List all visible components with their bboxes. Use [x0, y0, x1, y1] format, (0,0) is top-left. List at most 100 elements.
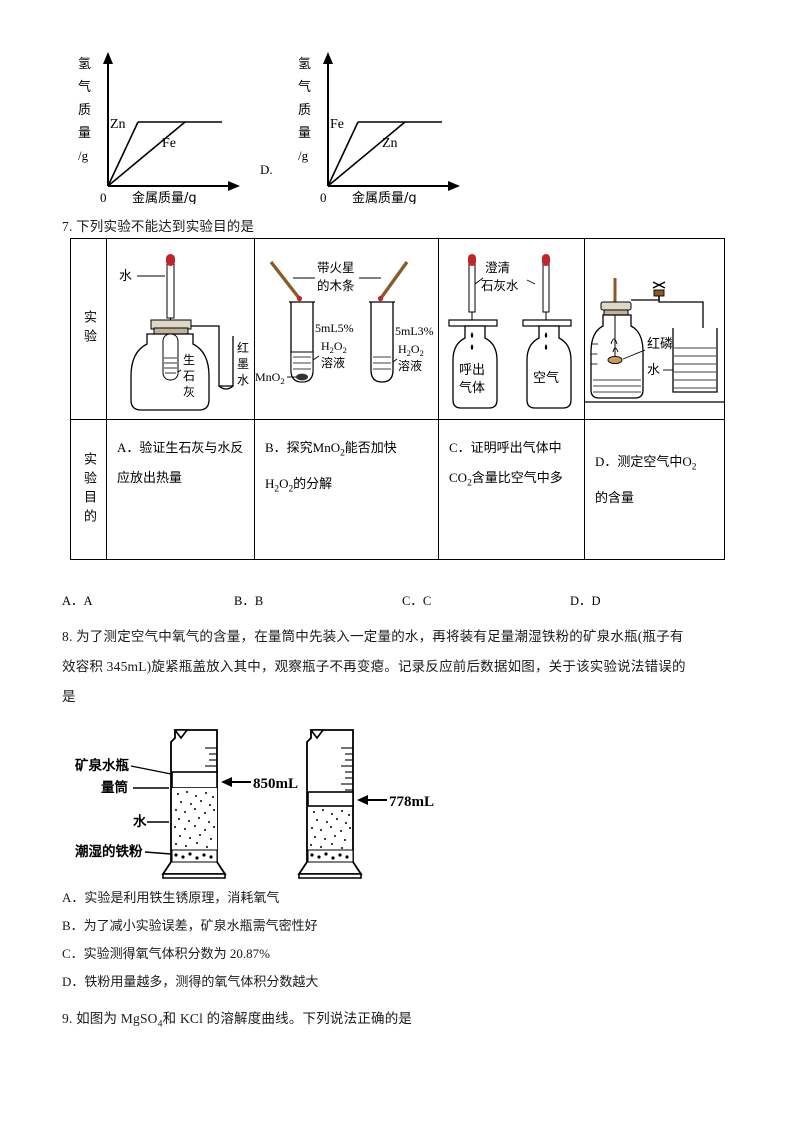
graph-option-d: 氢 气 质 量 /g Fe Zn 0 金属质量/g: [260, 44, 475, 204]
experiment-a-purpose: A．验证生石灰与水反应放出热量: [117, 440, 244, 485]
svg-text:溶液: 溶液: [321, 355, 345, 370]
svg-text:墨: 墨: [237, 357, 249, 371]
svg-text:5mL3%: 5mL3%: [395, 324, 434, 338]
q8-stem-line3: 是: [62, 689, 76, 704]
q8-stem-line1: 8. 为了测定空气中氧气的含量，在量筒中先装入一定量的水，再将装有足量潮湿铁粉的…: [62, 622, 738, 652]
q7-stem: 7. 下列实验不能达到实验目的是: [62, 212, 254, 242]
graph-option-c: 氢 气 质 量 /g Zn Fe 0 金属质量/g: [70, 44, 245, 204]
experiment-a-label-redink: 红 墨 水: [237, 340, 249, 387]
q8-label-water: 水: [133, 813, 147, 829]
q9-stem: 9. 如图为 MgSO4和 KCl 的溶解度曲线。下列说法正确的是: [62, 1004, 662, 1040]
experiment-c-figure: 澄清 石灰水 呼出 气体 空气: [439, 240, 583, 418]
q7-stem-text: 下列实验不能达到实验目的是: [76, 219, 255, 234]
row-header-purpose: 实验目的: [81, 452, 96, 528]
q8-options: A．实验是利用铁生锈原理，消耗氧气 B．为了减小实验误差，矿泉水瓶需气密性好 C…: [62, 884, 662, 996]
svg-text:呼出: 呼出: [459, 362, 485, 377]
purpose-b-mid: 能否加快: [344, 440, 397, 455]
svg-text:带火星: 带火星: [317, 261, 355, 275]
svg-text:石灰水: 石灰水: [481, 279, 519, 293]
q8-stem-line2: 效容积 345mL)旋紧瓶盖放入其中，观察瓶子不再变瘪。记录反应前后数据如图，关…: [62, 659, 686, 674]
svg-text:氢: 氢: [298, 56, 311, 71]
graph2-curve-zn: Zn: [382, 136, 398, 151]
graph1-xlabel: 金属质量/g: [132, 190, 197, 204]
experiment-d-figure: 红磷 水: [585, 240, 724, 418]
q8-number: 8.: [62, 629, 73, 644]
svg-text:H2O2: H2O2: [398, 342, 424, 358]
graph1-curve-fe: Fe: [162, 136, 176, 151]
purpose-b-sub3: 2: [288, 484, 294, 495]
q7-experiment-table: 实验 实验目的 水: [70, 238, 725, 560]
q8-option-a[interactable]: A．实验是利用铁生锈原理，消耗氧气: [62, 890, 280, 905]
svg-text:氢: 氢: [78, 56, 91, 71]
experiment-d-purpose: D．测定空气中O2 的含量: [585, 421, 724, 559]
q9-number: 9.: [62, 1011, 73, 1026]
q8-reading-left: 850mL: [253, 776, 298, 792]
table-divider: [254, 239, 256, 559]
graph1-curve-zn: Zn: [110, 117, 126, 132]
q7-option-c[interactable]: C．C: [402, 594, 432, 608]
graph2-curve-fe: Fe: [330, 117, 344, 132]
graph1-origin: 0: [100, 190, 107, 204]
purpose-c-sub: 2: [467, 478, 472, 489]
q8-cylinder-figure: 850mL 矿泉水瓶 量筒 水 潮湿的铁粉: [75, 722, 435, 887]
experiment-c-purpose: C．证明呼出气体中 CO2含量比空气中多: [439, 421, 583, 559]
q8-label-cylinder: 量筒: [101, 779, 128, 795]
svg-text:气: 气: [78, 79, 91, 94]
purpose-b-sub1: 2: [340, 448, 345, 459]
svg-text:的木条: 的木条: [317, 278, 355, 293]
svg-text:/g: /g: [298, 148, 309, 163]
purpose-b-o: O: [279, 475, 289, 491]
experiment-b-label-mno2: MnO2: [255, 370, 285, 386]
q8-option-b[interactable]: B．为了减小实验误差，矿泉水瓶需气密性好: [62, 918, 318, 933]
q7-option-b[interactable]: B．B: [234, 594, 264, 608]
table-divider: [584, 239, 586, 559]
purpose-d-sub: 2: [691, 462, 697, 473]
row-header-experiment: 实验: [81, 310, 96, 348]
purpose-c-post: 含量比空气中多: [471, 470, 563, 485]
purpose-b-sub2: 2: [274, 484, 280, 495]
table-divider: [71, 419, 724, 421]
table-divider: [438, 239, 440, 559]
svg-text:溶液: 溶液: [398, 358, 422, 373]
svg-text:石: 石: [183, 369, 195, 383]
experiment-d-label-water: 水: [647, 363, 660, 378]
purpose-b-mno: MnO: [312, 440, 341, 455]
q7-number: 7.: [62, 219, 73, 234]
svg-text:气体: 气体: [459, 380, 485, 395]
q7-option-d[interactable]: D．D: [570, 594, 601, 608]
q8-option-d[interactable]: D．铁粉用量越多，测得的氧气体积分数越大: [62, 974, 319, 989]
q8-label-iron: 潮湿的铁粉: [75, 843, 143, 859]
purpose-b-pre: B．探究: [265, 440, 313, 455]
option-d-label: D.: [260, 162, 273, 177]
svg-text:气: 气: [298, 79, 311, 94]
svg-text:生: 生: [183, 353, 195, 367]
q8-stem: 8. 为了测定空气中氧气的含量，在量筒中先装入一定量的水，再将装有足量潮湿铁粉的…: [62, 622, 738, 712]
experiment-a-label-water: 水: [119, 269, 132, 284]
graph1-ylabel: 氢 气 质 量 /g: [78, 56, 91, 163]
svg-text:5mL5%: 5mL5%: [315, 321, 354, 335]
svg-text:H2O2: H2O2: [321, 339, 347, 355]
q8-option-c[interactable]: C．实验测得氧气体积分数为 20.87%: [62, 946, 271, 961]
svg-text:量: 量: [298, 125, 311, 140]
purpose-d-post: 的含量: [595, 489, 635, 505]
q9-stem-mid: 和 KCl 的溶解度曲线。下列说法正确的是: [162, 1011, 413, 1026]
q7-option-a[interactable]: A．A: [62, 594, 93, 608]
experiment-b-figure: 带火星 的木条 MnO2: [255, 240, 437, 418]
experiment-b-label-conc-left: 5mL5% H2O2 溶液: [315, 321, 354, 370]
purpose-b-h: H: [265, 475, 275, 491]
svg-text:灰: 灰: [183, 385, 195, 399]
experiment-c-label-limewater: 澄清 石灰水: [481, 260, 519, 293]
experiment-b-purpose: B．探究MnO2能否加快 H2O2的分解: [255, 421, 437, 559]
experiment-b-label-conc-right: 5mL3% H2O2 溶液: [395, 324, 434, 373]
svg-text:质: 质: [78, 102, 91, 117]
q9-stem-pre: 如图为 MgSO: [76, 1011, 158, 1026]
q9-sub-4: 4: [157, 1018, 163, 1030]
purpose-b-post: 的分解: [293, 475, 333, 491]
svg-text:红: 红: [237, 340, 249, 355]
svg-text:/g: /g: [78, 148, 89, 163]
q8-line1-text: 为了测定空气中氧气的含量，在量筒中先装入一定量的水，再将装有足量潮湿铁粉的矿泉水…: [76, 629, 684, 644]
metal-hydrogen-graphs: 氢 气 质 量 /g Zn Fe 0 金属质量/g: [60, 44, 740, 209]
svg-text:量: 量: [78, 125, 91, 140]
svg-text:澄清: 澄清: [485, 260, 510, 275]
